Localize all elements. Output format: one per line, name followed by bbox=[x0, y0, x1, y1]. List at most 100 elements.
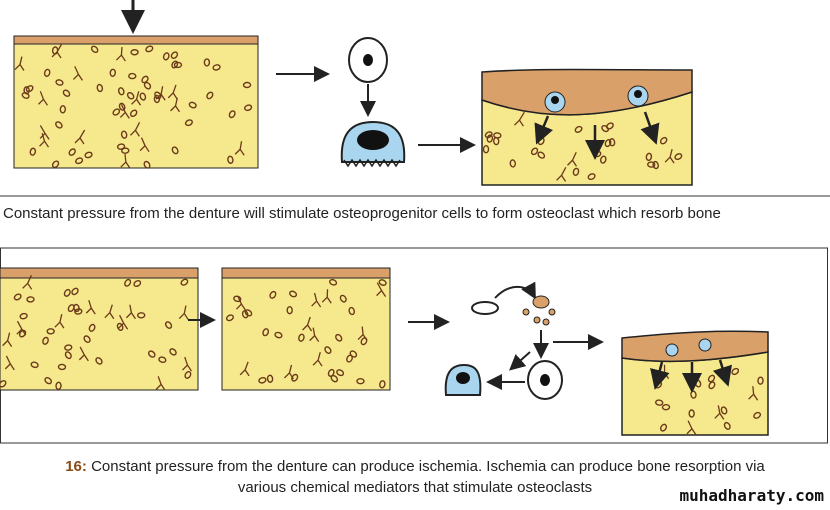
osteocyte-lacuna bbox=[720, 406, 728, 415]
osteocyte-lacuna bbox=[262, 328, 270, 337]
osteocyte-lacuna bbox=[67, 304, 75, 313]
watermark: muhadharaty.com bbox=[679, 486, 825, 505]
osteocyte-lacuna bbox=[328, 278, 338, 286]
osteocyte-lacuna bbox=[330, 374, 339, 383]
osteocyte-lacuna bbox=[117, 87, 125, 96]
osteocyte-lacuna bbox=[18, 329, 27, 338]
canaliculi bbox=[567, 151, 578, 167]
osteocyte-lacuna bbox=[753, 411, 762, 419]
osteocyte-lacuna bbox=[286, 305, 293, 315]
osteocyte-lacuna bbox=[116, 143, 126, 150]
osteocyte-lacuna bbox=[242, 81, 252, 89]
osteocyte-lacuna bbox=[170, 51, 179, 59]
osteocyte-lacuna bbox=[29, 147, 37, 156]
canaliculi bbox=[556, 167, 567, 182]
canaliculi bbox=[170, 97, 181, 113]
osteocyte-lacuna bbox=[228, 110, 236, 119]
bone-texture bbox=[14, 43, 253, 169]
osteocyte-lacuna bbox=[68, 148, 76, 156]
canaliculi bbox=[239, 361, 250, 377]
osteocyte-lacuna bbox=[184, 370, 192, 379]
osteocyte-lacuna bbox=[0, 380, 7, 388]
bone-block-resorbed bbox=[481, 68, 693, 186]
canaliculi bbox=[22, 275, 33, 290]
osteocyte-lacuna bbox=[124, 278, 132, 287]
osteocyte-lacuna bbox=[43, 68, 51, 77]
osteocyte-lacuna bbox=[133, 280, 142, 288]
osteocyte-lacuna bbox=[244, 309, 253, 317]
osteocyte-lacuna bbox=[269, 290, 277, 299]
canaliculi bbox=[38, 91, 49, 106]
canaliculi bbox=[74, 129, 86, 145]
osteocyte-lacuna bbox=[171, 60, 179, 69]
canaliculi bbox=[2, 332, 13, 347]
osteocyte-lacuna bbox=[95, 357, 103, 365]
osteocyte-lacuna bbox=[130, 49, 139, 56]
canaliculi bbox=[131, 91, 142, 106]
osteocyte-lacuna bbox=[169, 348, 177, 356]
osteocyte-lacuna bbox=[606, 122, 614, 130]
osteocyte-lacuna bbox=[212, 64, 221, 71]
bone-block-1 bbox=[0, 267, 199, 391]
osteocyte-lacuna bbox=[136, 312, 146, 319]
canaliculi bbox=[357, 326, 368, 341]
osteocyte-lacuna bbox=[608, 138, 616, 147]
caption-bottom: 16: Constant pressure from the denture c… bbox=[0, 456, 830, 498]
osteocyte-lacuna bbox=[289, 290, 298, 298]
canaliculi bbox=[16, 320, 27, 336]
osteocyte-lacuna bbox=[645, 152, 653, 162]
osteocyte-lacuna bbox=[121, 147, 130, 154]
osteocyte-lacuna bbox=[55, 381, 62, 391]
canaliculi bbox=[302, 316, 313, 332]
osteocyte-lacuna bbox=[336, 369, 345, 377]
osteocyte-lacuna bbox=[51, 46, 59, 55]
osteocyte-lacuna bbox=[356, 378, 365, 385]
osteocyte-lacuna bbox=[225, 314, 234, 322]
canaliculi bbox=[748, 386, 759, 401]
osteocyte-lacuna bbox=[153, 94, 161, 104]
osteocyte-lacuna bbox=[258, 376, 267, 384]
osteocyte-lacuna bbox=[64, 351, 72, 360]
osteocyte-lacuna bbox=[141, 75, 149, 84]
ischemia-mediators bbox=[444, 281, 563, 400]
osteocyte-lacuna bbox=[55, 79, 64, 86]
osteocyte-lacuna bbox=[652, 160, 659, 170]
osteocyte-lacuna bbox=[126, 91, 135, 100]
osteocyte-lacuna bbox=[184, 119, 193, 127]
osteocyte-lacuna bbox=[346, 354, 353, 363]
osteocyte-lacuna bbox=[51, 160, 60, 169]
osteocyte-lacuna bbox=[143, 160, 151, 169]
osteocyte-lacuna bbox=[537, 151, 546, 159]
osteocyte-lacuna bbox=[46, 328, 55, 335]
osteocyte-lacuna bbox=[180, 278, 189, 286]
osteocyte-lacuna bbox=[291, 373, 299, 382]
osteocyte-lacuna bbox=[757, 376, 764, 385]
osteocyte-lacuna bbox=[71, 287, 79, 296]
osteocyte-lacuna bbox=[274, 331, 283, 339]
caption-line-2: various chemical mediators that stimulat… bbox=[237, 479, 593, 496]
canaliculi bbox=[54, 314, 65, 329]
canaliculi bbox=[125, 304, 136, 320]
canaliculi bbox=[686, 420, 697, 436]
osteocyte-lacuna bbox=[298, 333, 305, 342]
osteocyte-lacuna bbox=[379, 380, 386, 389]
osteocyte-lacuna bbox=[171, 146, 179, 155]
canaliculi bbox=[120, 153, 131, 169]
bone-texture bbox=[0, 275, 193, 391]
osteocyte-lacuna bbox=[19, 312, 28, 320]
osteocyte-lacuna bbox=[147, 350, 156, 358]
canaliculi bbox=[311, 292, 322, 308]
canaliculi bbox=[513, 111, 525, 127]
osteocyte-lacuna bbox=[158, 356, 167, 364]
bone-texture bbox=[225, 278, 387, 389]
osteocyte-lacuna bbox=[129, 109, 138, 118]
osteocyte-lacuna bbox=[30, 361, 39, 369]
canaliculi bbox=[85, 299, 96, 315]
osteocyte-lacuna bbox=[57, 363, 67, 371]
osteocyte-lacuna bbox=[63, 288, 71, 297]
osteocyte-lacuna bbox=[339, 294, 347, 303]
figure-number: 16: bbox=[65, 458, 87, 475]
osteocyte-lacuna bbox=[128, 72, 137, 80]
osteocyte-lacuna bbox=[335, 333, 343, 342]
osteocyte-lacuna bbox=[75, 157, 84, 165]
